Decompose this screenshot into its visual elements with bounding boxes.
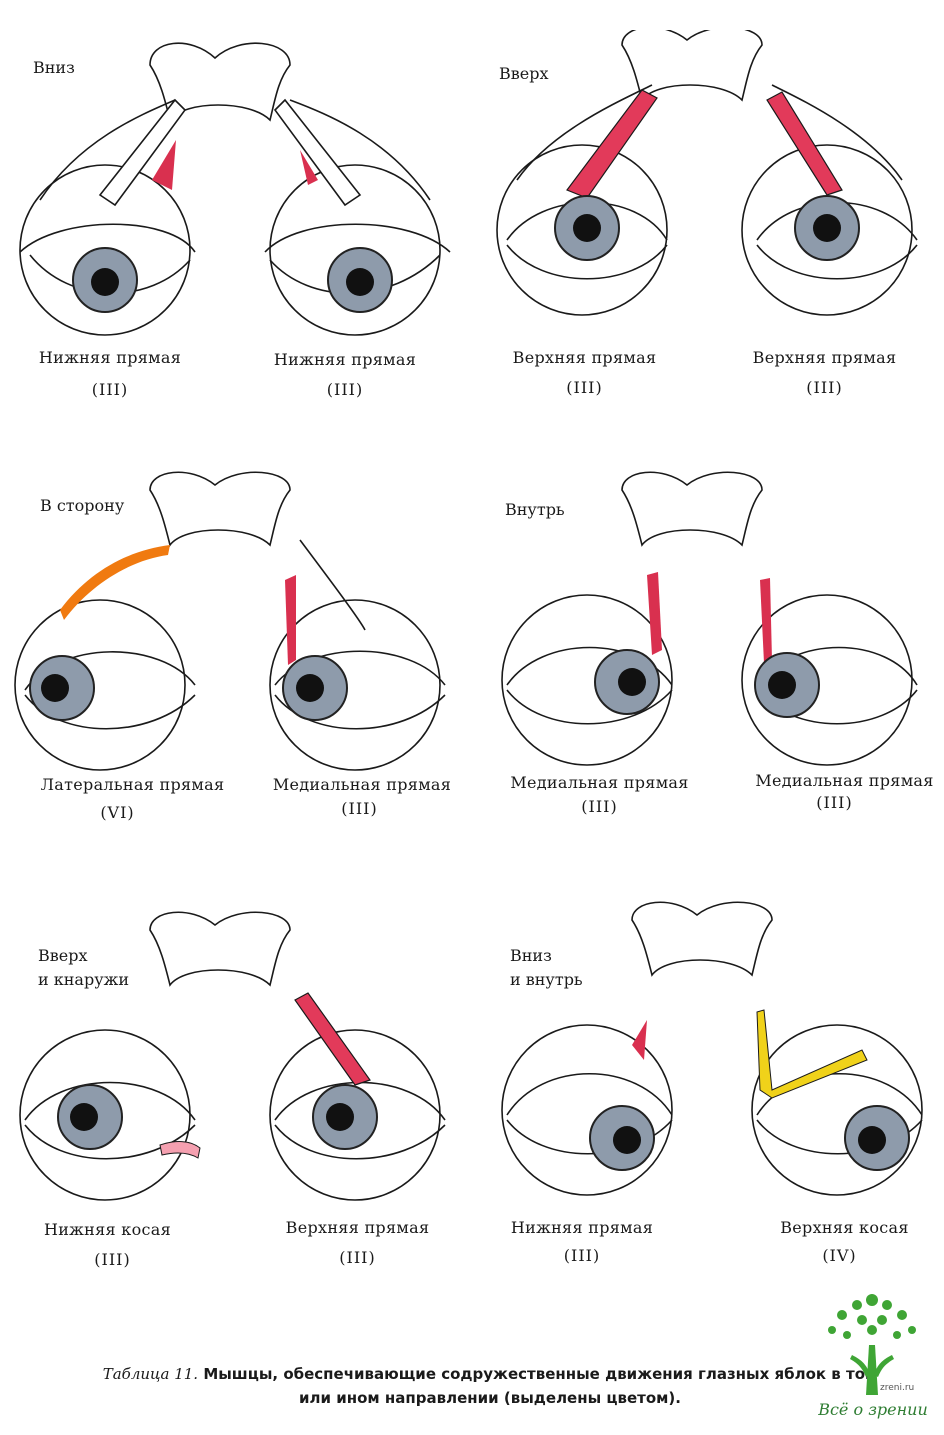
left-medial-rectus	[647, 572, 662, 655]
panel-up: Вверх Верхняя прямая (III) Верхняя пряма…	[472, 30, 944, 460]
left-eyeball	[501, 594, 673, 766]
left-nerve-label: (III)	[566, 378, 603, 397]
left-lateral-rectus	[60, 545, 170, 620]
direction-label: Вверх	[499, 64, 549, 83]
left-eyeball	[501, 1024, 673, 1196]
right-eyeball	[269, 599, 441, 771]
left-inferior-rectus	[632, 1020, 647, 1060]
right-eyeball	[741, 594, 913, 766]
left-eyeball	[14, 599, 186, 771]
eyes-illustration-up-out	[19, 911, 446, 1201]
right-superior-oblique	[756, 1009, 868, 1099]
eyes-illustration-up	[496, 30, 918, 316]
panel-down-in: Вниз и внутрь Нижняя прямая (III) Верхня…	[472, 900, 944, 1330]
left-pupil	[573, 214, 601, 242]
right-pupil	[296, 674, 324, 702]
right-muscle-label: Верхняя прямая	[752, 348, 897, 367]
left-pupil	[91, 268, 119, 296]
tree-logo-icon	[828, 1294, 916, 1395]
right-inferior-rectus	[300, 150, 318, 185]
right-medial-rectus	[760, 578, 772, 663]
right-nerve-label: (III)	[339, 1248, 376, 1267]
right-muscle-label: Нижняя прямая	[273, 350, 417, 369]
panel-up-out: Вверх и кнаружи Нижняя косая (III) Верхн…	[0, 900, 472, 1330]
right-nerve-label: (III)	[806, 378, 843, 397]
right-muscle-label: Верхняя косая	[780, 1218, 909, 1237]
figure-caption: Таблица 11. Мышцы, обеспечивающие содруж…	[100, 1362, 880, 1410]
left-nerve-label: (VI)	[100, 803, 135, 822]
left-nerve-label: (III)	[91, 380, 129, 399]
left-muscle-label: Нижняя прямая	[38, 348, 182, 367]
left-muscle-label: Верхняя прямая	[512, 348, 657, 367]
right-superior-rectus	[766, 91, 843, 196]
right-nerve-label: (III)	[326, 380, 364, 399]
direction-label: Вниз и внутрь	[510, 946, 583, 989]
right-medial-rectus	[285, 575, 296, 665]
right-muscle-label: Верхняя прямая	[285, 1218, 430, 1237]
right-muscle-label: Медиальная прямая	[755, 771, 934, 790]
left-pupil	[41, 674, 69, 702]
panel-medial: Внутрь Медиальная прямая (III) Медиальна…	[472, 460, 944, 890]
left-muscle-label: Нижняя косая	[43, 1220, 172, 1239]
right-nerve-label: (IV)	[822, 1246, 857, 1265]
right-pupil	[326, 1103, 354, 1131]
direction-label: В сторону	[40, 496, 125, 515]
panel-down: Вниз Нижняя прямая (III) Нижняя прямая (…	[0, 30, 472, 460]
right-nerve-label: (III)	[816, 793, 853, 812]
eyes-illustration-down	[19, 42, 451, 336]
left-nerve-label: (III)	[563, 1246, 601, 1265]
logo-site: zreni.ru	[880, 1383, 915, 1393]
direction-label: Вниз	[33, 58, 75, 77]
left-nerve-label: (III)	[94, 1250, 131, 1269]
right-pupil	[768, 671, 796, 699]
nasal-bridge	[149, 911, 291, 987]
left-muscle-label: Медиальная прямая	[510, 773, 689, 792]
direction-label: Внутрь	[505, 500, 565, 519]
nasal-bridge	[621, 471, 763, 547]
right-superior-rectus	[294, 992, 371, 1086]
caption-text: Мышцы, обеспечивающие содружественные дв…	[203, 1365, 878, 1407]
nasal-bridge	[149, 471, 291, 547]
left-pupil	[70, 1103, 98, 1131]
right-pupil	[813, 214, 841, 242]
panel-lateral: В сторону Латеральная прямая (VI) Медиал…	[0, 460, 472, 890]
eyes-illustration-down-in	[501, 901, 923, 1196]
left-inferior-oblique	[159, 1141, 201, 1159]
left-inferior-rectus	[152, 140, 176, 190]
direction-label: Вверх и кнаружи	[38, 946, 129, 989]
right-pupil	[346, 268, 374, 296]
eyes-illustration-lateral	[14, 471, 446, 771]
right-pupil	[858, 1126, 886, 1154]
logo-text: Всё о зрении	[818, 1400, 928, 1419]
left-superior-rectus	[566, 89, 658, 199]
left-muscle-label: Нижняя прямая	[510, 1218, 654, 1237]
right-nerve-label: (III)	[341, 799, 378, 818]
left-pupil	[613, 1126, 641, 1154]
left-nerve-label: (III)	[581, 797, 618, 816]
caption-prefix: Таблица 11.	[102, 1365, 199, 1383]
right-eyeball	[751, 1024, 923, 1196]
eyes-illustration-medial	[501, 471, 918, 766]
left-muscle-label: Латеральная прямая	[40, 775, 225, 794]
nasal-bridge	[631, 901, 773, 977]
left-pupil	[618, 668, 646, 696]
right-muscle-label: Медиальная прямая	[272, 775, 452, 794]
